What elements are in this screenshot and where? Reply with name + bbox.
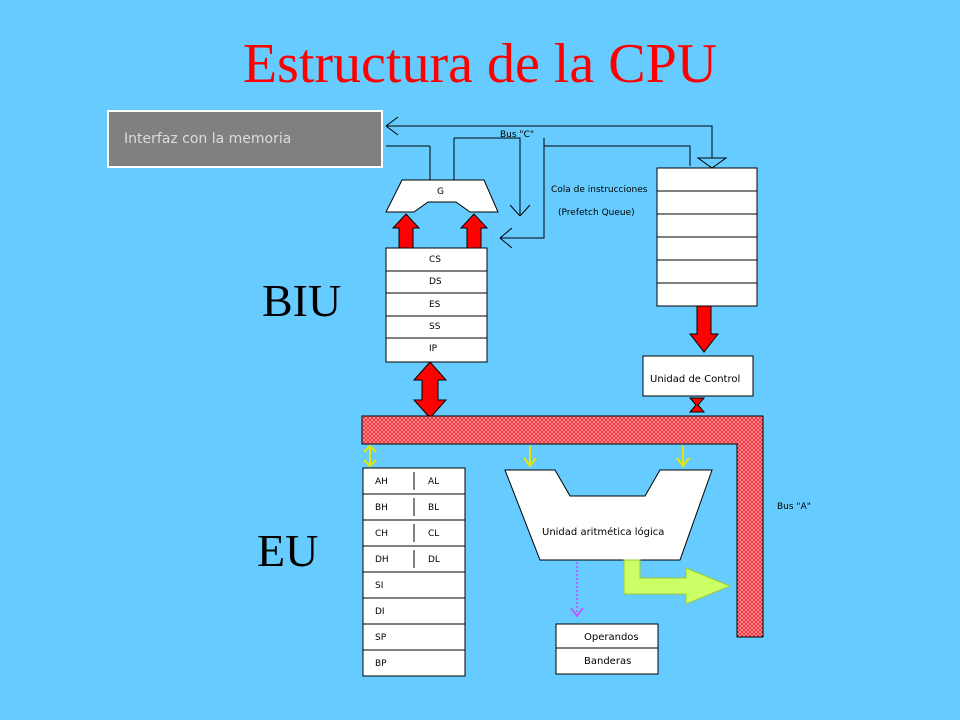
g-label: G bbox=[437, 187, 444, 197]
segment-register-label: IP bbox=[429, 344, 438, 354]
yellow-arrows bbox=[363, 444, 690, 468]
eu-label: EU bbox=[257, 525, 318, 576]
bus-a bbox=[361, 415, 764, 638]
alu-label: Unidad aritmética lógica bbox=[542, 526, 664, 538]
bus-c-lines bbox=[385, 116, 728, 249]
general-registers: AH AL BH BL CH CL DH DL SI DI SP BP bbox=[362, 467, 466, 677]
register-low-label: BL bbox=[428, 503, 439, 513]
flags-label: Banderas bbox=[584, 656, 631, 667]
pointer-register-label: DI bbox=[375, 607, 385, 617]
segment-register-label: DS bbox=[429, 277, 442, 287]
control-unit-label: Unidad de Control bbox=[650, 374, 740, 385]
instruction-queue bbox=[656, 167, 758, 307]
queue-label-2: (Prefetch Queue) bbox=[558, 208, 635, 218]
register-high-label: DH bbox=[375, 555, 389, 565]
pointer-register-label: BP bbox=[375, 659, 387, 669]
register-low-label: DL bbox=[428, 555, 440, 565]
segment-registers: CS DS ES SS IP bbox=[385, 247, 488, 363]
memory-interface-box: Interfaz con la memoria bbox=[107, 110, 383, 168]
control-bus-arrow bbox=[688, 397, 706, 413]
alu-to-bus-arrow bbox=[623, 559, 732, 605]
alu-to-flags-arrow bbox=[570, 562, 584, 618]
segment-register-label: CS bbox=[429, 255, 441, 265]
page-title: Estructura de la CPU bbox=[242, 33, 718, 95]
segment-register-label: SS bbox=[429, 322, 441, 332]
pointer-register-label: SI bbox=[375, 581, 383, 591]
register-high-label: BH bbox=[375, 503, 388, 513]
segment-bus-arrow bbox=[412, 361, 448, 419]
memory-interface-label: Interfaz con la memoria bbox=[124, 131, 291, 147]
register-high-label: AH bbox=[375, 477, 388, 487]
operands-label: Operandos bbox=[584, 632, 639, 643]
bus-a-label: Bus "A" bbox=[777, 502, 811, 512]
queue-to-control-arrow bbox=[688, 305, 720, 353]
bus-c-label: Bus "C" bbox=[500, 130, 534, 140]
segment-register-label: ES bbox=[429, 300, 441, 310]
g-adder: G bbox=[385, 179, 499, 213]
biu-label: BIU bbox=[262, 275, 341, 326]
segment-to-g-arrows bbox=[391, 213, 489, 249]
operands-flags-box: Operandos Banderas bbox=[555, 623, 659, 675]
register-low-label: CL bbox=[428, 529, 439, 539]
pointer-register-label: SP bbox=[375, 633, 387, 643]
queue-label-1: Cola de instrucciones bbox=[551, 185, 648, 195]
alu: Unidad aritmética lógica bbox=[504, 469, 713, 561]
register-low-label: AL bbox=[428, 477, 439, 487]
control-unit: Unidad de Control bbox=[642, 355, 754, 397]
register-high-label: CH bbox=[375, 529, 388, 539]
